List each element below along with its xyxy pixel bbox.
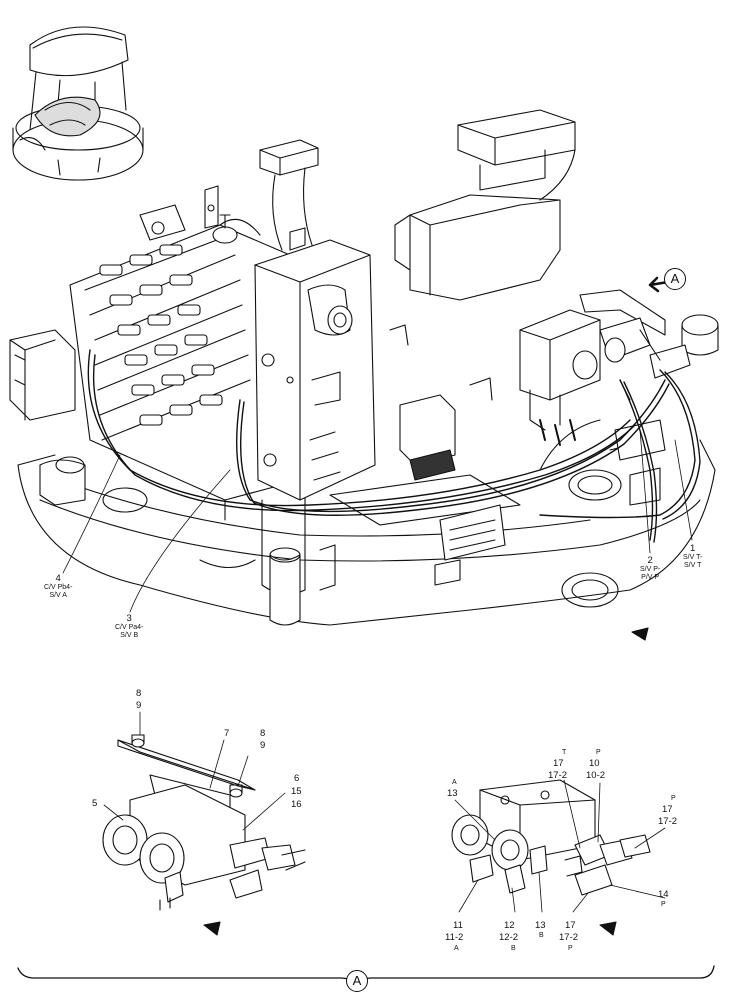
tower-bracket <box>254 227 376 501</box>
part-17-a: 17 <box>553 758 564 769</box>
port-p-bottom: P <box>568 945 573 952</box>
callout-1-text: S/V T- S/V T <box>683 554 703 569</box>
port-p-top: P <box>596 749 601 756</box>
part-17-2-b: 17-2 <box>658 816 678 827</box>
part-9-top: 9 <box>136 700 142 711</box>
callout-4-text: C/V Pb4- S/V A <box>44 584 73 599</box>
part-13-bottom: 13 <box>535 920 546 931</box>
callout-4: 4 C/V Pb4- S/V A <box>44 573 72 600</box>
detail-left-leaders <box>103 711 286 831</box>
machine-thumbnail <box>12 26 144 181</box>
solenoid-valve-assembly <box>519 289 691 446</box>
part-7: 7 <box>224 728 230 739</box>
callout-3: 3 C/V Pa4- S/V B <box>115 613 143 640</box>
detail-left-assembly <box>102 734 306 911</box>
part-16: 16 <box>291 799 302 810</box>
part-15: 15 <box>291 786 302 797</box>
callout-1: 1 S/V T- S/V T <box>683 543 702 570</box>
port-a-bottom: A <box>454 945 459 952</box>
callout-2: 2 S/V P- P/V P <box>640 555 660 582</box>
detail-right-leaders <box>454 779 666 913</box>
view-marker-bottom: A <box>346 970 368 992</box>
part-12-2: 12-2 <box>499 932 519 943</box>
part-6: 6 <box>294 773 300 784</box>
callout-3-text: C/V Pa4- S/V B <box>115 624 144 639</box>
callout-4-number: 4 <box>55 573 61 584</box>
callout-2-text: S/V P- P/V P <box>640 566 661 581</box>
frame-structure <box>259 109 576 301</box>
detail-right-assembly <box>451 779 651 896</box>
callout-3-number: 3 <box>126 613 132 624</box>
part-10-2: 10-2 <box>586 770 606 781</box>
direction-arrow-icon <box>599 921 617 936</box>
part-14: 14 <box>658 889 669 900</box>
port-b-13: B <box>539 932 544 939</box>
callout-leaders <box>62 429 693 613</box>
part-17-2-c: 17-2 <box>559 932 579 943</box>
port-b-bottom: B <box>511 945 516 952</box>
part-17-2-a: 17-2 <box>548 770 568 781</box>
part-8-top: 8 <box>136 688 142 699</box>
view-marker-top: A <box>664 268 686 290</box>
callout-1-number: 1 <box>690 543 696 554</box>
port-t-top: T <box>562 749 567 756</box>
part-11-2: 11-2 <box>445 932 464 943</box>
turntable-platform <box>9 314 719 626</box>
part-9-right: 9 <box>260 740 266 751</box>
part-10: 10 <box>589 758 600 769</box>
callout-2-number: 2 <box>647 555 653 566</box>
part-5: 5 <box>92 798 98 809</box>
port-a-top: A <box>452 779 457 786</box>
port-p-right: P <box>671 795 676 802</box>
part-11: 11 <box>453 920 463 931</box>
part-8-right: 8 <box>260 728 266 739</box>
part-17-c: 17 <box>565 920 576 931</box>
direction-arrow-icon <box>631 627 649 641</box>
direction-arrow-icon <box>203 921 221 936</box>
port-p-14: P <box>661 901 666 908</box>
control-valve-bank <box>69 185 301 501</box>
part-17-b: 17 <box>662 804 673 815</box>
center-post <box>261 494 336 626</box>
part-12: 12 <box>504 920 515 931</box>
hose-lines <box>87 349 701 543</box>
part-13-top: 13 <box>447 788 458 799</box>
